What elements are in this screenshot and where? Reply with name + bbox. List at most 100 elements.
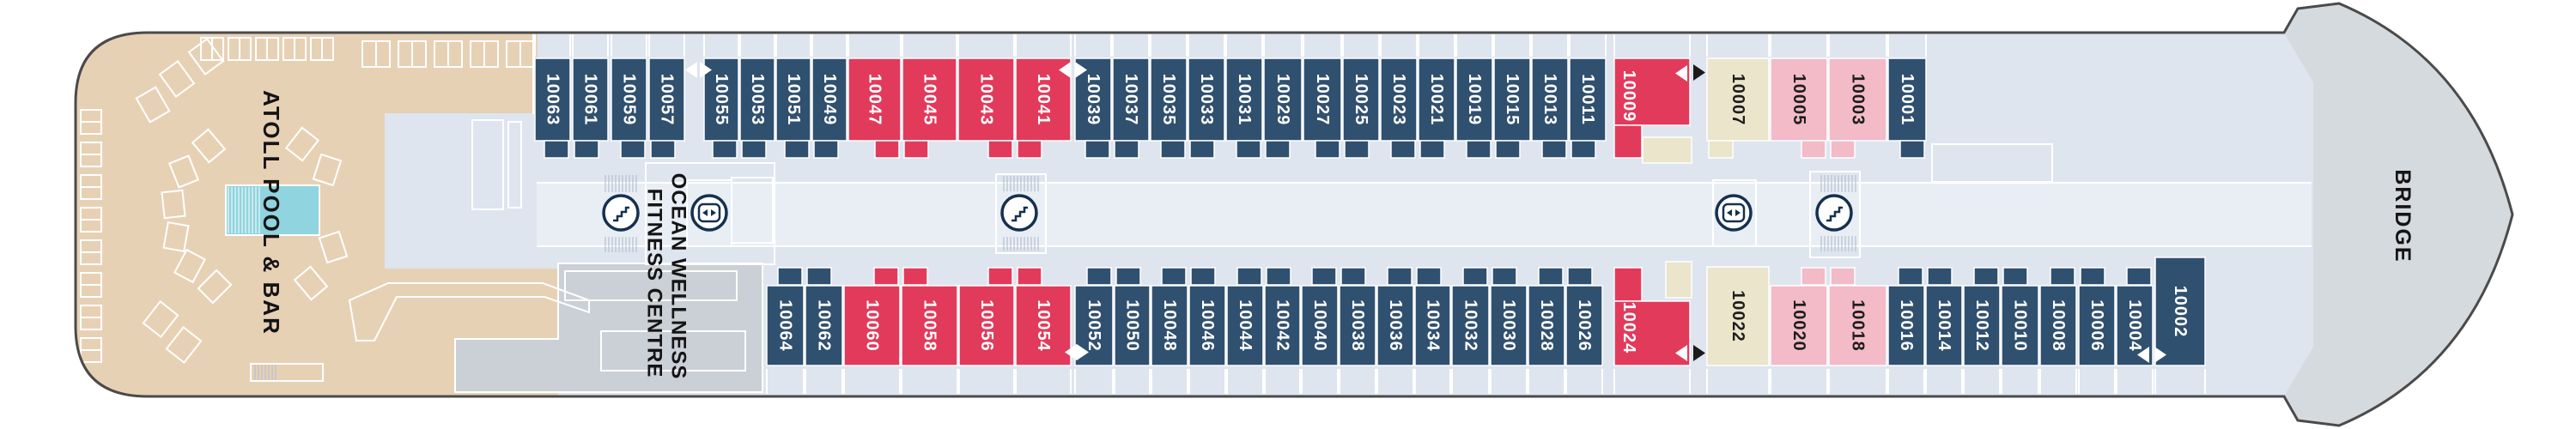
cabin-number: 10038 — [1348, 299, 1367, 352]
cabin-10011: 10011 — [1569, 57, 1607, 159]
deck-areas — [76, 3, 2512, 426]
cabin-10009: 10009 — [1613, 57, 1691, 159]
cabin-number: 10064 — [776, 299, 795, 352]
deck-icons — [602, 194, 1853, 232]
cabin-number: 10025 — [1352, 74, 1370, 126]
cabin-number: 10034 — [1424, 299, 1443, 352]
cabin-number: 10037 — [1121, 74, 1140, 126]
cabin-number: 10041 — [1034, 74, 1053, 126]
right-triangle-marker — [1077, 344, 1089, 360]
cabin-number: 10012 — [1972, 299, 1991, 352]
cabin-10047: 10047 — [848, 57, 902, 159]
cabin-10041: 10041 — [1015, 57, 1072, 159]
right-triangle-marker — [700, 62, 712, 78]
cabin-10052: 10052 — [1074, 267, 1114, 366]
left-triangle-marker — [685, 62, 697, 78]
cabin-number: 10021 — [1427, 74, 1446, 126]
left-triangle-marker — [1675, 65, 1687, 82]
cabin-number: 10004 — [2125, 299, 2144, 352]
right-triangle-marker — [1693, 64, 1705, 81]
cabin-10057: 10057 — [648, 57, 685, 159]
cabin-number: 10059 — [620, 74, 639, 126]
cabin-10036: 10036 — [1376, 267, 1414, 366]
cabin-number: 10018 — [1849, 299, 1868, 352]
cabin-number: 10043 — [977, 74, 996, 126]
cabin-number: 10023 — [1389, 74, 1408, 126]
cabin-number: 10005 — [1789, 74, 1808, 126]
cabin-10044: 10044 — [1226, 267, 1264, 366]
right-triangle-marker — [1075, 62, 1087, 78]
stairs-icon — [602, 194, 640, 232]
cabin-10058: 10058 — [901, 267, 958, 366]
cabin-10015: 10015 — [1493, 57, 1531, 159]
cabin-10012: 10012 — [1963, 267, 2001, 366]
cabin-number: 10054 — [1034, 299, 1053, 352]
cabin-10051: 10051 — [775, 57, 811, 159]
stairs-icon — [1815, 194, 1853, 232]
cabin-10055: 10055 — [703, 57, 739, 159]
cabin-10030: 10030 — [1490, 267, 1528, 366]
cabin-number: 10020 — [1789, 299, 1808, 352]
cabin-10034: 10034 — [1414, 267, 1451, 366]
cabin-number: 10031 — [1235, 74, 1254, 126]
cabin-number: 10029 — [1273, 74, 1292, 126]
cabin-10006: 10006 — [2078, 267, 2116, 366]
cabin-number: 10028 — [1537, 299, 1556, 352]
elevator-icon — [1715, 194, 1753, 232]
cabin-10042: 10042 — [1264, 267, 1301, 366]
cabin-number: 10061 — [581, 74, 600, 126]
cabin-number: 10039 — [1084, 74, 1103, 126]
pool — [225, 184, 320, 236]
cabin-10033: 10033 — [1188, 57, 1225, 159]
cabin-number: 10026 — [1575, 299, 1594, 352]
cabin-number: 10044 — [1236, 299, 1255, 352]
cabin-10029: 10029 — [1263, 57, 1303, 159]
cabin-number: 10045 — [920, 74, 939, 126]
cabin-10062: 10062 — [805, 267, 843, 366]
cabin-number: 10009 — [1619, 70, 1638, 123]
cabin-number: 10062 — [815, 299, 834, 352]
cabin-10031: 10031 — [1225, 57, 1263, 159]
cabin-10003: 10003 — [1828, 57, 1887, 159]
cabin-10054: 10054 — [1015, 267, 1072, 366]
cabin-number: 10030 — [1499, 299, 1518, 352]
cabin-10053: 10053 — [739, 57, 775, 159]
cabin-number: 10003 — [1849, 74, 1868, 126]
cabin-10048: 10048 — [1151, 267, 1188, 366]
cabin-10050: 10050 — [1114, 267, 1151, 366]
cabin-10005: 10005 — [1770, 57, 1828, 159]
cabin-10008: 10008 — [2039, 267, 2077, 366]
left-triangle-marker — [1059, 62, 1071, 78]
bar-counter — [348, 282, 590, 341]
cabin-10024: 10024 — [1613, 267, 1691, 366]
bridge-area — [2284, 3, 2512, 426]
cabin-number: 10049 — [820, 74, 839, 126]
cabin-number: 10022 — [1728, 290, 1747, 342]
cabin-number: 10032 — [1461, 299, 1480, 352]
deck-labels: ATOLL POOL & BAR OCEAN WELLNESS FITNESS … — [258, 90, 2415, 379]
cabin-10001: 10001 — [1887, 57, 1927, 159]
fitness-centre-area — [454, 263, 763, 393]
elevator-icon — [690, 194, 728, 232]
cabin-10022: 10022 — [1706, 266, 1770, 366]
cabin-number: 10033 — [1197, 74, 1216, 126]
cabin-number: 10052 — [1084, 299, 1103, 352]
cabin-10035: 10035 — [1150, 57, 1188, 159]
cabin-10010: 10010 — [2001, 267, 2039, 366]
cabin-number: 10042 — [1273, 299, 1292, 352]
cabin-10045: 10045 — [902, 57, 957, 159]
right-triangle-marker — [1693, 345, 1705, 361]
pool-deck-furniture — [80, 37, 746, 382]
cabin-number: 10060 — [863, 299, 882, 352]
cabin-10016: 10016 — [1887, 267, 1925, 366]
cabin-10059: 10059 — [611, 57, 647, 159]
cabin-number: 10014 — [1935, 299, 1953, 352]
cabin-10049: 10049 — [811, 57, 848, 159]
cabin-10020: 10020 — [1770, 267, 1828, 366]
pool-label: ATOLL POOL & BAR — [258, 90, 284, 335]
cabin-10028: 10028 — [1528, 267, 1565, 366]
cabin-number: 10055 — [712, 74, 731, 126]
